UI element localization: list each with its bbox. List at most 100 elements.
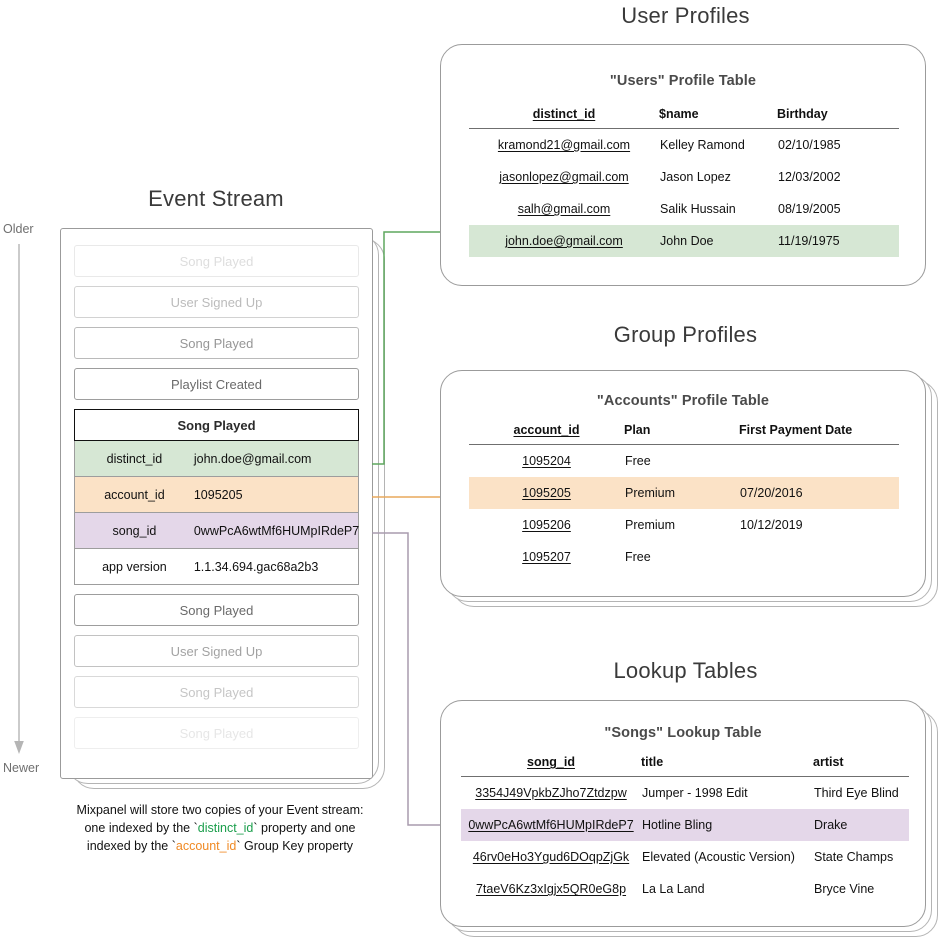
users-table-cell: 11/19/1975	[777, 225, 899, 257]
event-item-label: Song Played	[179, 725, 254, 741]
caption-line-3: indexed by the `account_id` Group Key pr…	[20, 838, 420, 856]
property-value: 1.1.34.694.gac68a2b3	[193, 559, 319, 574]
users-table-cell: Jason Lopez	[660, 170, 731, 184]
caption-line-3-pre: indexed by the `	[86, 838, 176, 853]
users-table-cell: jasonlopez@gmail.com	[499, 170, 629, 184]
songs-table-cell: State Champs	[814, 850, 894, 864]
user-profiles-title: User Profiles	[621, 3, 750, 28]
event-item-label: Song Played	[179, 684, 254, 700]
users-table-cell: john.doe@gmail.com	[469, 225, 659, 257]
songs-table-cell: Elevated (Acoustic Version)	[642, 850, 795, 864]
focused-event-property-row: distinct_id john.doe@gmail.com	[74, 441, 359, 477]
songs-table-column-header-0: song_id	[461, 755, 641, 777]
event-stream-item[interactable]: Song Played	[74, 717, 359, 749]
accounts-table-row[interactable]: 1095206 Premium 10/12/2019	[469, 509, 899, 541]
caption-account-id-key: account_id	[175, 838, 237, 853]
songs-table-cell: Drake	[813, 809, 909, 841]
axis-label-older: Older	[3, 222, 34, 236]
accounts-table-title: "Accounts" Profile Table	[596, 393, 770, 409]
users-table-cell: Kelley Ramond	[660, 138, 745, 152]
songs-table-cell: 0wwPcA6wtMf6HUMpIRdeP7	[461, 809, 641, 841]
event-stream-item[interactable]: User Signed Up	[74, 286, 359, 318]
event-stream-item[interactable]: Song Played	[74, 676, 359, 708]
accounts-table-cell: Free	[625, 550, 651, 564]
focused-event[interactable]: Song Played distinct_id john.doe@gmail.com…	[74, 409, 359, 585]
event-stream-item[interactable]: Song Played	[74, 245, 359, 277]
focused-event-property-row: song_id 0wwPcA6wtMf6HUMpIRdeP7	[74, 513, 359, 549]
songs-table-title: "Songs" Lookup Table	[604, 725, 762, 741]
event-item-label: Song Played	[179, 602, 254, 618]
songs-table-column-header-1: title	[641, 755, 813, 777]
users-table-cell: salh@gmail.com	[517, 202, 611, 216]
focused-event-title: Song Played	[74, 409, 359, 441]
users-table-row[interactable]: salh@gmail.com Salik Hussain 08/19/2005	[469, 193, 899, 225]
event-stream-item[interactable]: Song Played	[74, 327, 359, 359]
songs-table-cell: La La Land	[642, 882, 705, 896]
songs-table-row[interactable]: 46rv0eHo3Ygud6DOqpZjGk Elevated (Acoustic…	[461, 841, 909, 873]
accounts-table-cell: 07/20/2016	[739, 477, 899, 509]
property-key: distinct_id	[106, 451, 163, 466]
property-value: john.doe@gmail.com	[193, 451, 312, 466]
event-item-label: Playlist Created	[170, 376, 263, 392]
accounts-table-cell: 1095205	[469, 477, 624, 509]
songs-table-cell: Third Eye Blind	[814, 786, 899, 800]
event-item-label: Song Played	[179, 335, 254, 351]
accounts-table-column-header-0: account_id	[469, 423, 624, 445]
users-table-cell: 02/10/1985	[778, 138, 841, 152]
users-table-column-header-1: $name	[659, 107, 777, 129]
event-stream-item[interactable]: Song Played	[74, 594, 359, 626]
property-value: 0wwPcA6wtMf6HUMpIRdeP7	[193, 523, 360, 538]
accounts-table-cell	[739, 445, 899, 478]
users-table-column-header-2: Birthday	[777, 107, 899, 129]
property-value: 1095205	[193, 487, 243, 502]
accounts-table-column-header-1: Plan	[624, 423, 739, 445]
accounts-table-cell: Premium	[625, 518, 676, 532]
users-table-cell: Salik Hussain	[660, 202, 736, 216]
event-item-label: User Signed Up	[170, 643, 263, 659]
users-table-cell: John Doe	[659, 225, 777, 257]
users-table-cell: 08/19/2005	[778, 202, 841, 216]
accounts-table-cell: 1095206	[522, 518, 571, 532]
songs-table-cell: 7taeV6Kz3xIgjx5QR0eG8p	[475, 882, 627, 896]
songs-table-row[interactable]: 7taeV6Kz3xIgjx5QR0eG8p La La Land Bryce Vi…	[461, 873, 909, 905]
timeline-arrow-icon	[14, 244, 24, 754]
songs-table-cell: Bryce Vine	[814, 882, 875, 896]
accounts-table-cell: Free	[625, 454, 651, 468]
lookup-tables-title: Lookup Tables	[613, 658, 758, 683]
accounts-table-cell: Premium	[624, 477, 739, 509]
accounts-table-cell: 10/12/2019	[740, 518, 803, 532]
event-item-label: Song Played	[179, 253, 254, 269]
event-stream-item[interactable]: User Signed Up	[74, 635, 359, 667]
users-table-row[interactable]: jasonlopez@gmail.com Jason Lopez 12/03/200…	[469, 161, 899, 193]
songs-table-cell: Jumper - 1998 Edit	[642, 786, 748, 800]
event-stream-item[interactable]: Playlist Created	[74, 368, 359, 400]
event-stream-title: Event Stream	[148, 186, 284, 211]
caption: Mixpanel will store two copies of your E…	[20, 802, 420, 855]
caption-line-1: Mixpanel will store two copies of your E…	[76, 803, 364, 817]
songs-table-cell: 46rv0eHo3Ygud6DOqpZjGk	[472, 850, 630, 864]
songs-table-cell: Hotline Bling	[641, 809, 813, 841]
caption-line-2-post: ` property and one	[253, 820, 356, 835]
users-table-cell: 12/03/2002	[778, 170, 841, 184]
caption-line-3-post: ` Group Key property	[236, 838, 354, 853]
property-key: song_id	[112, 523, 157, 538]
